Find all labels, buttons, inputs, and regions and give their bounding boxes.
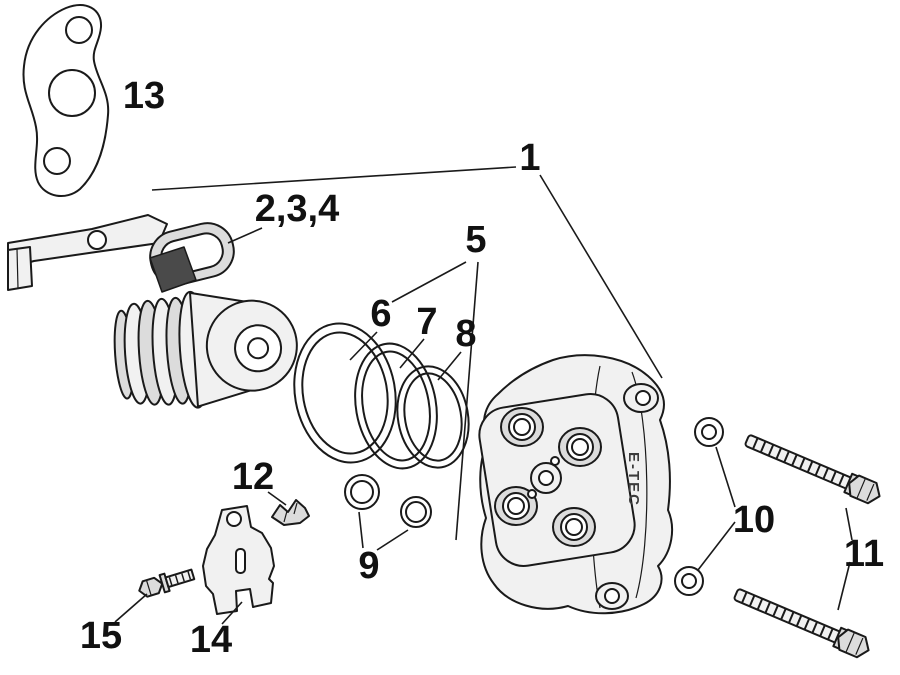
o-ring-8 — [396, 365, 470, 469]
bracket-hole — [87, 230, 107, 250]
leader-6 — [349, 331, 378, 361]
leader-1-left — [151, 166, 517, 191]
o-ring-9a — [344, 474, 380, 510]
washer-bottom — [674, 566, 704, 596]
bolt-hex-head — [837, 628, 870, 659]
leader-7 — [399, 338, 425, 369]
port-boss-bottom-left — [494, 486, 538, 526]
part-label-15: 15 — [80, 615, 122, 657]
injector-adapter: E-TEC — [478, 354, 674, 615]
gasket-hole-bottom — [43, 147, 71, 175]
o-ring-9b — [400, 496, 432, 528]
part-label-14: 14 — [190, 619, 232, 661]
leader-lines — [114, 166, 853, 625]
leader-8 — [437, 351, 462, 381]
etec-engraving: E-TEC — [625, 452, 642, 507]
washer-top — [694, 417, 724, 447]
port-boss-top-left — [500, 407, 544, 447]
part-label-7: 7 — [416, 301, 437, 343]
injector-body — [113, 290, 298, 409]
leader-5-left — [391, 261, 467, 303]
part-label-5: 5 — [465, 219, 486, 261]
fuel-injector-assembly — [7, 214, 298, 409]
bracket-14-slot — [235, 548, 246, 574]
leader-2-3-4 — [227, 227, 263, 244]
port-boss-bottom-right — [552, 507, 596, 547]
part-label-1: 1 — [519, 137, 540, 179]
part-label-13: 13 — [123, 75, 165, 117]
gasket-hole-center — [48, 69, 96, 117]
leader-11-bottom — [837, 561, 851, 611]
leader-9-right — [376, 529, 409, 551]
leader-15 — [114, 593, 148, 623]
part-label-2-3-4: 2,3,4 — [255, 188, 340, 230]
mounting-gasket — [22, 4, 110, 198]
leader-12 — [267, 491, 287, 506]
part-labels: 1 2,3,4 5 6 7 8 9 10 11 12 13 14 15 — [80, 75, 884, 661]
leader-1-right — [539, 174, 663, 379]
o-ring-7 — [354, 342, 438, 470]
leader-10-top — [715, 446, 736, 508]
injector-retainer-bracket — [7, 214, 168, 291]
leader-9-left — [358, 511, 364, 549]
o-ring-6 — [293, 322, 397, 464]
mounting-bolt-top — [744, 434, 881, 505]
leader-11-top — [845, 507, 853, 541]
part-label-10: 10 — [733, 499, 775, 541]
leader-5-right — [455, 261, 479, 541]
bolt-hex-head — [848, 474, 881, 505]
mounting-bolt-bottom — [733, 588, 870, 659]
leader-14 — [221, 601, 243, 625]
small-screw — [138, 568, 196, 598]
part-label-11: 11 — [844, 533, 884, 575]
gasket-hole-top — [65, 16, 93, 44]
mounting-bracket — [202, 505, 275, 615]
bracket-14-hole — [226, 511, 242, 527]
part-label-12: 12 — [232, 456, 274, 498]
port-boss-top-right — [558, 427, 602, 467]
part-label-6: 6 — [370, 293, 391, 335]
part-label-8: 8 — [455, 313, 476, 355]
leader-10-bottom — [697, 521, 736, 571]
injector-clamp — [149, 246, 197, 293]
retainer-clip — [271, 499, 310, 526]
part-label-9: 9 — [358, 545, 379, 587]
